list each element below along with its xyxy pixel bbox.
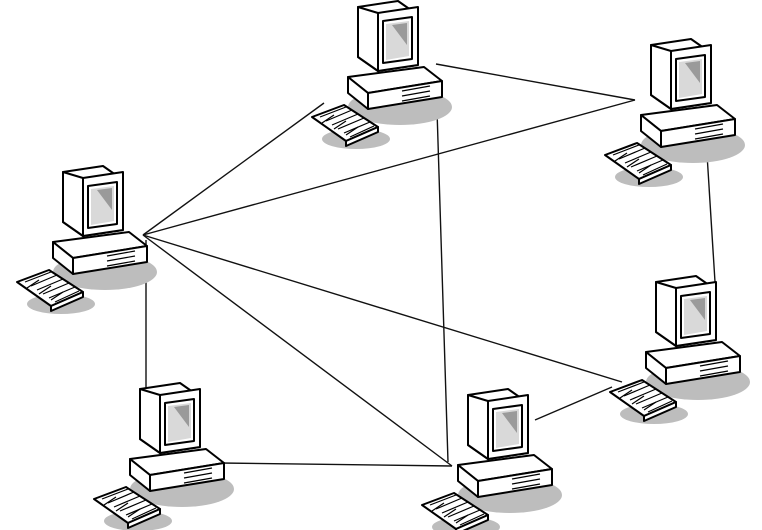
link-bottom-center-to-right	[534, 386, 613, 421]
link-top-center-to-left	[142, 102, 325, 236]
computers	[16, 0, 751, 530]
link-top-right-to-right	[705, 137, 717, 299]
desktop-computer-icon	[16, 165, 158, 315]
link-left-to-bottom-center	[142, 234, 453, 467]
desktop-computer-icon	[93, 382, 235, 530]
link-top-right-to-left	[142, 99, 636, 236]
link-bottom-left-to-bottom-center	[219, 462, 453, 467]
desktop-computer-icon	[604, 38, 746, 188]
link-left-to-right	[142, 234, 623, 383]
link-top-center-to-top-right	[435, 63, 636, 101]
desktop-computer-icon	[609, 275, 751, 425]
desktop-computer-icon	[311, 0, 453, 150]
link-top-center-to-bottom-center	[435, 77, 449, 463]
